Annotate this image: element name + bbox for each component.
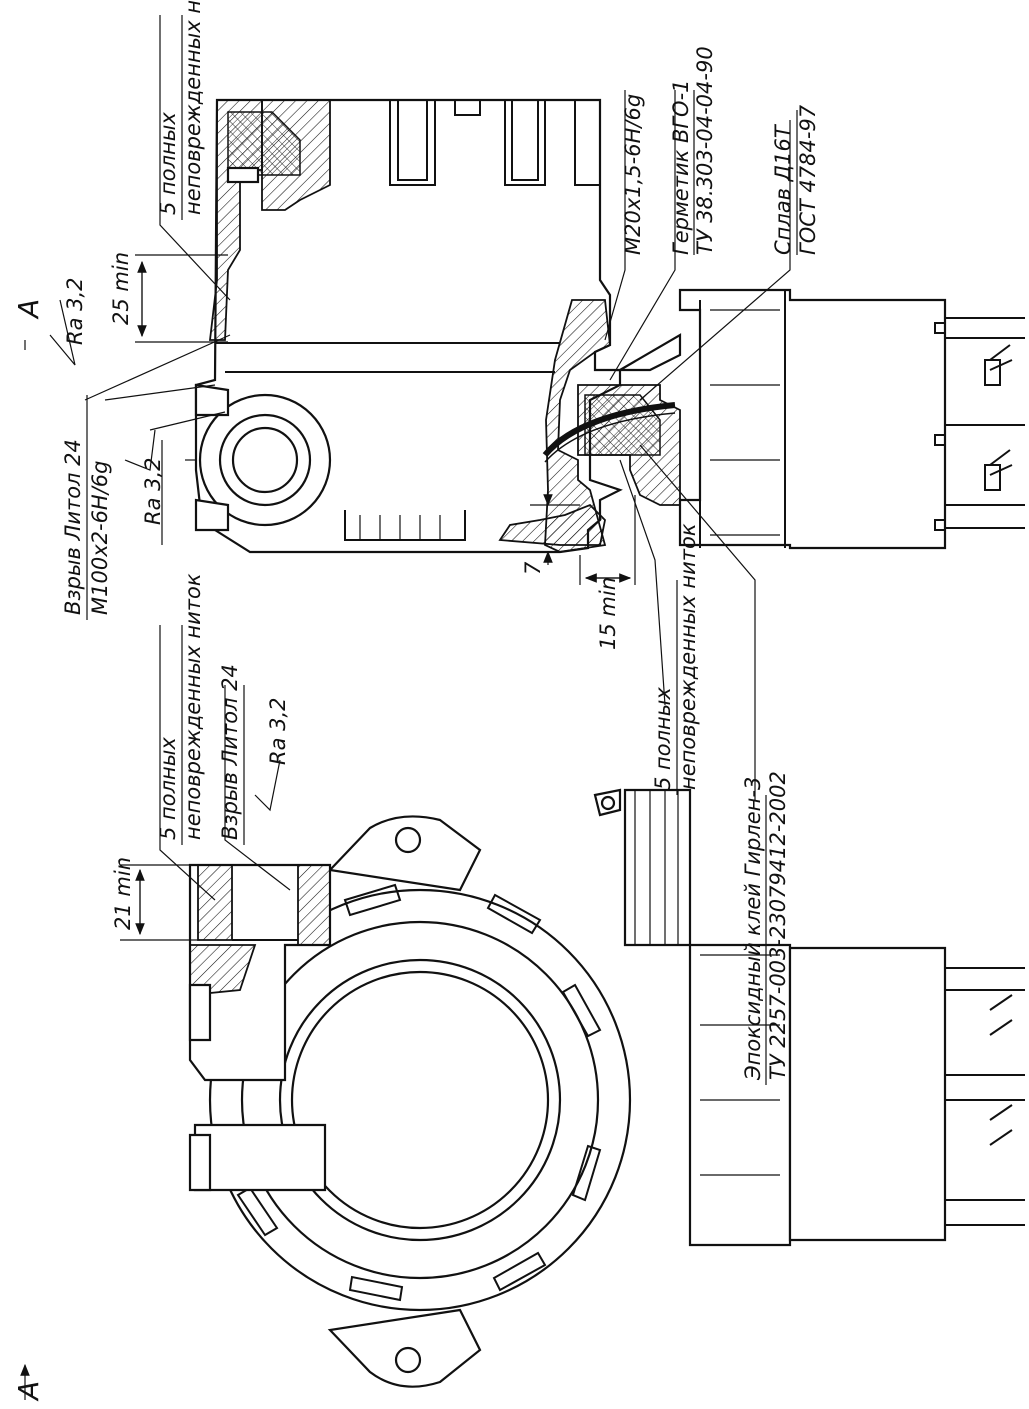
note-alloy-2: ГОСТ 4784-97 (796, 104, 820, 255)
note-threads-left-2: неповрежденных ниток (181, 573, 205, 840)
left-boss-tab-2 (188, 1133, 212, 1192)
side-port-inner (231, 426, 299, 494)
section-label-top: A (12, 299, 45, 320)
lug-hole-top (394, 826, 422, 854)
leader-ra-top (84, 334, 231, 401)
connector-tabs (934, 322, 946, 531)
mounting-lug-top (327, 815, 482, 892)
dim-21-min: 21 min (111, 857, 135, 930)
gland-thread-lines (634, 790, 679, 945)
leader-alloy (639, 120, 791, 401)
window-inner (290, 970, 550, 1230)
gland-nut (678, 288, 947, 550)
cap-rib-2-inner (511, 99, 539, 181)
boss-upper (194, 383, 230, 417)
body-floor-hatch (498, 503, 606, 546)
left-boss-hatch-2 (297, 864, 331, 946)
leader-ra-2 (149, 411, 226, 431)
window-seal (227, 111, 301, 176)
connector-fingers (945, 317, 1025, 529)
leader-threads-lower (619, 459, 666, 706)
cable (542, 402, 676, 457)
gland-nut-lower (688, 943, 792, 1247)
cap-notch (454, 100, 481, 116)
leader-m20 (604, 90, 626, 341)
connector-clip-bodies (984, 359, 1001, 491)
note-threads-upper-2: неповрежденных ниток (181, 0, 205, 215)
note-lube-left: Взрыв Литол 24 (218, 664, 242, 840)
leader-lube-left (224, 685, 291, 891)
lower-exterior-view (188, 788, 1025, 1388)
note-sealant-2: ТУ 38.303-04-04-90 (693, 46, 717, 255)
cap-edge (574, 100, 600, 186)
gland-shoulder (615, 333, 682, 372)
note-thread-m100: М100x2-6Н/6g (88, 461, 112, 616)
note-threads-left-1: 5 полных (156, 737, 180, 840)
cable-edge (544, 412, 676, 463)
leader-epoxy (639, 444, 756, 800)
left-boss-hatch-1 (197, 864, 233, 941)
cap-rib-1-inner (397, 99, 428, 181)
note-epoxy-2: ТУ 2257-003-23079412-2002 (766, 771, 790, 1080)
upper-section-view (185, 98, 1025, 554)
left-boss-tab-1 (188, 983, 212, 1042)
dim-25-min: 25 min (109, 252, 133, 325)
roughness-upper-2: Ra 3,2 (141, 457, 165, 525)
leader-sealant (609, 90, 676, 381)
body-wall-right-hatch (544, 299, 611, 553)
note-threads-lower-1: 5 полных (651, 687, 675, 790)
connector-body-lower (788, 946, 947, 1242)
roughness-left: Ra 3,2 (266, 697, 290, 765)
leader-lube (104, 384, 216, 401)
leader-threads-upper (159, 15, 231, 301)
boss-lower (194, 498, 230, 532)
left-boss-lower (193, 1123, 327, 1192)
dim-7: 7 (521, 561, 545, 575)
lug-hole-bottom (394, 1346, 422, 1374)
note-threads-upper-1: 5 полных (156, 112, 180, 215)
connector-fingers-lower (945, 967, 1025, 1226)
connector-clips-lower (989, 994, 1013, 1146)
dimension-lines (20, 254, 636, 1400)
roughness-top: Ra 3,2 (63, 277, 87, 345)
bottom-slot (344, 510, 466, 541)
roughness-symbols (49, 299, 281, 812)
seal-ring (226, 166, 260, 184)
left-boss-hatch-3 (189, 944, 257, 996)
note-thread-m20: М20x1,5-6Н/6g (621, 94, 645, 255)
dim-15-min: 15 min (596, 577, 620, 650)
leader-lines (84, 15, 791, 901)
note-lube-upper: Взрыв Литол 24 (61, 439, 85, 615)
note-epoxy-1: Эпоксидный клей Гирлен-3 (741, 777, 765, 1081)
section-label-bottom: A (12, 1381, 45, 1402)
gland-ear-hole (600, 795, 616, 811)
note-alloy-1: Сплав Д16Т (771, 123, 795, 255)
note-rules (86, 15, 798, 1085)
note-sealant-1: Герметик ВГО-1 (669, 79, 693, 255)
bottom-slot-ribs (359, 515, 441, 540)
text-labels: A A 5 полных неповрежденных ниток Ra 3,2… (12, 0, 820, 1402)
note-threads-lower-2: неповрежденных ниток (676, 523, 700, 790)
leader-threads-left (159, 625, 216, 901)
